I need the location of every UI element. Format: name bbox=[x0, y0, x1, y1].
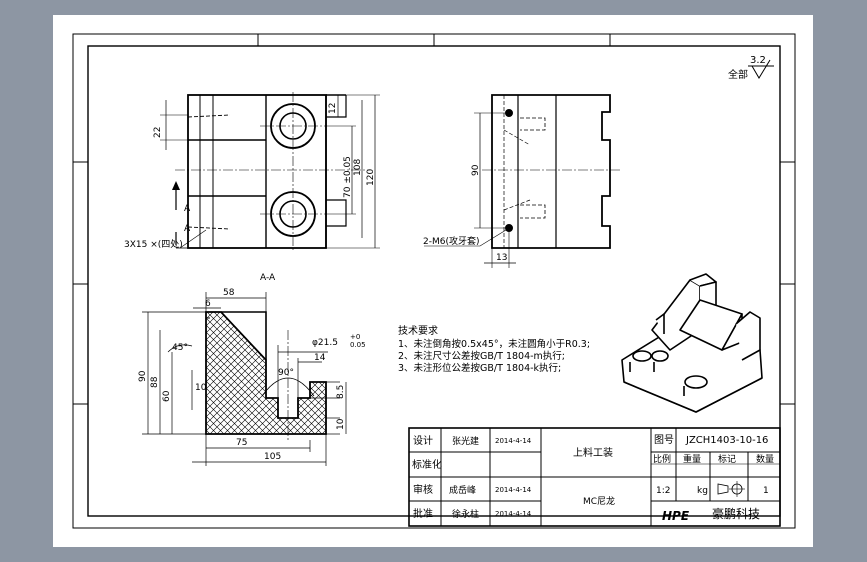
dim-top-108: 108 bbox=[353, 159, 363, 176]
tb-weight-label: 重量 bbox=[683, 453, 701, 465]
section-marker-a-bottom: A bbox=[184, 224, 191, 234]
drawing-sheet bbox=[53, 15, 813, 547]
tb-scale: 1:2 bbox=[656, 486, 670, 496]
tb-company: 豪鹏科技 bbox=[712, 506, 760, 521]
tb-date-design: 2014-4-14 bbox=[495, 437, 532, 445]
tb-drawing-no: JZCH1403-10-16 bbox=[685, 435, 768, 446]
surface-finish-value: 3.2 bbox=[750, 55, 766, 66]
section-view bbox=[142, 292, 347, 466]
dim-sec-75: 75 bbox=[236, 438, 247, 448]
title-block bbox=[408, 427, 781, 527]
dim-sec-10: 10 bbox=[195, 383, 207, 393]
tb-mark-label: 标记 bbox=[718, 453, 736, 465]
tb-name-approve: 徐永柱 bbox=[452, 508, 479, 520]
dim-sec-215-tol-lower: 0.05 bbox=[350, 341, 366, 349]
dim-sec-215: φ21.5 bbox=[312, 338, 338, 348]
outer-border bbox=[72, 33, 796, 529]
dim-top-120: 120 bbox=[366, 169, 376, 186]
tb-date-approve: 2014-4-14 bbox=[495, 510, 532, 518]
isometric-view bbox=[621, 273, 763, 413]
dim-sec-60: 60 bbox=[162, 390, 172, 402]
dim-sec-10b: 10 bbox=[336, 418, 346, 430]
notes-title: 技术要求 bbox=[398, 324, 438, 337]
tb-name-review: 成岳峰 bbox=[449, 484, 476, 496]
tb-role-approve: 批准 bbox=[413, 507, 433, 520]
thread-note: 2-M6(攻牙套) bbox=[423, 235, 480, 247]
dim-sec-14: 14 bbox=[314, 353, 326, 363]
tb-material: MC尼龙 bbox=[583, 495, 615, 507]
surface-finish-symbol: 全部 3.2 bbox=[728, 55, 774, 81]
dim-sec-6: 6 bbox=[205, 299, 211, 309]
tb-role-review: 审核 bbox=[413, 483, 433, 496]
dim-sec-45deg: 45° bbox=[172, 343, 188, 353]
tb-part-name: 上料工装 bbox=[573, 446, 613, 459]
tb-role-standard: 标准化 bbox=[412, 458, 442, 471]
dim-top-70: 70 ±0.05 bbox=[343, 156, 353, 198]
notes-item-2: 2、未注尺寸公差按GB/T 1804-m执行; bbox=[398, 350, 565, 362]
tb-name-design: 张光建 bbox=[452, 435, 479, 447]
tb-scale-label: 比例 bbox=[653, 453, 671, 465]
tb-role-design: 设计 bbox=[413, 434, 433, 447]
tb-logo: HPE bbox=[662, 509, 690, 523]
notes-item-3: 3、未注形位公差按GB/T 1804-k执行; bbox=[398, 362, 561, 374]
top-view bbox=[160, 92, 380, 252]
side-view bbox=[424, 94, 620, 268]
tb-qty: 1 bbox=[763, 486, 769, 496]
dim-sec-85: 8.5 bbox=[336, 385, 346, 399]
dim-sec-90deg: 90° bbox=[278, 368, 294, 378]
dim-sec-88: 88 bbox=[150, 376, 160, 388]
hole-note: 3X15 ×(四处) bbox=[124, 238, 183, 250]
dim-sec-58: 58 bbox=[223, 288, 235, 298]
section-marker-a-top: A bbox=[184, 204, 191, 214]
dim-top-12: 12 bbox=[328, 103, 338, 114]
tb-date-review: 2014-4-14 bbox=[495, 486, 532, 494]
section-label: A-A bbox=[260, 273, 276, 283]
dim-sec-215-tol-upper: +0 bbox=[350, 333, 360, 341]
notes-item-1: 1、未注倒角按0.5x45°，未注圆角小于R0.3; bbox=[398, 338, 590, 350]
tb-qty-label: 数量 bbox=[756, 453, 774, 465]
surface-finish-prefix: 全部 bbox=[728, 68, 748, 81]
dim-sec-90: 90 bbox=[138, 370, 148, 382]
tb-drawing-no-label: 图号 bbox=[654, 434, 674, 446]
dim-sec-105: 105 bbox=[264, 452, 281, 462]
dim-top-22: 22 bbox=[153, 127, 163, 138]
dim-side-90: 90 bbox=[471, 164, 481, 176]
dim-side-13: 13 bbox=[496, 253, 507, 263]
tb-weight-unit: kg bbox=[697, 486, 708, 496]
